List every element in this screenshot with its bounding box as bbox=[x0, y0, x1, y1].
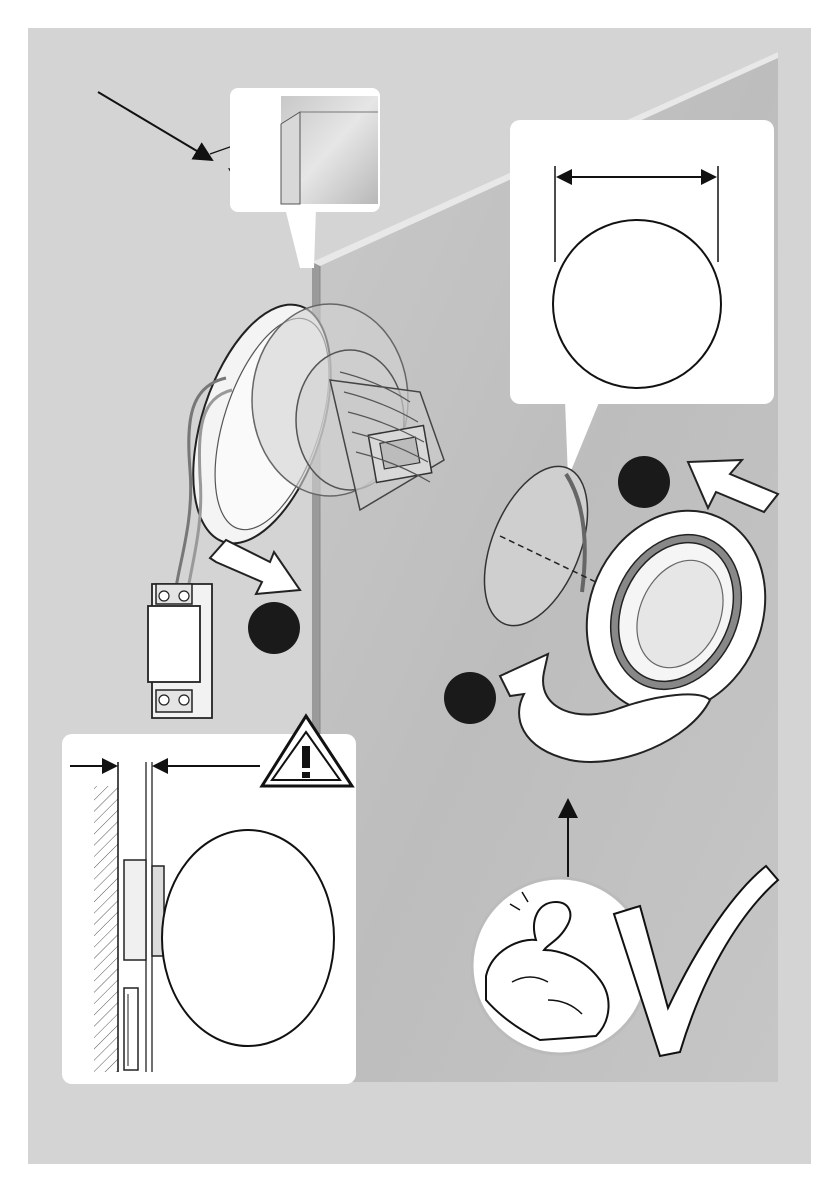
step-badge-lower bbox=[444, 672, 496, 724]
step-badge-left bbox=[248, 602, 300, 654]
strength-callout bbox=[472, 878, 648, 1054]
step-badge-top-right bbox=[618, 456, 670, 508]
